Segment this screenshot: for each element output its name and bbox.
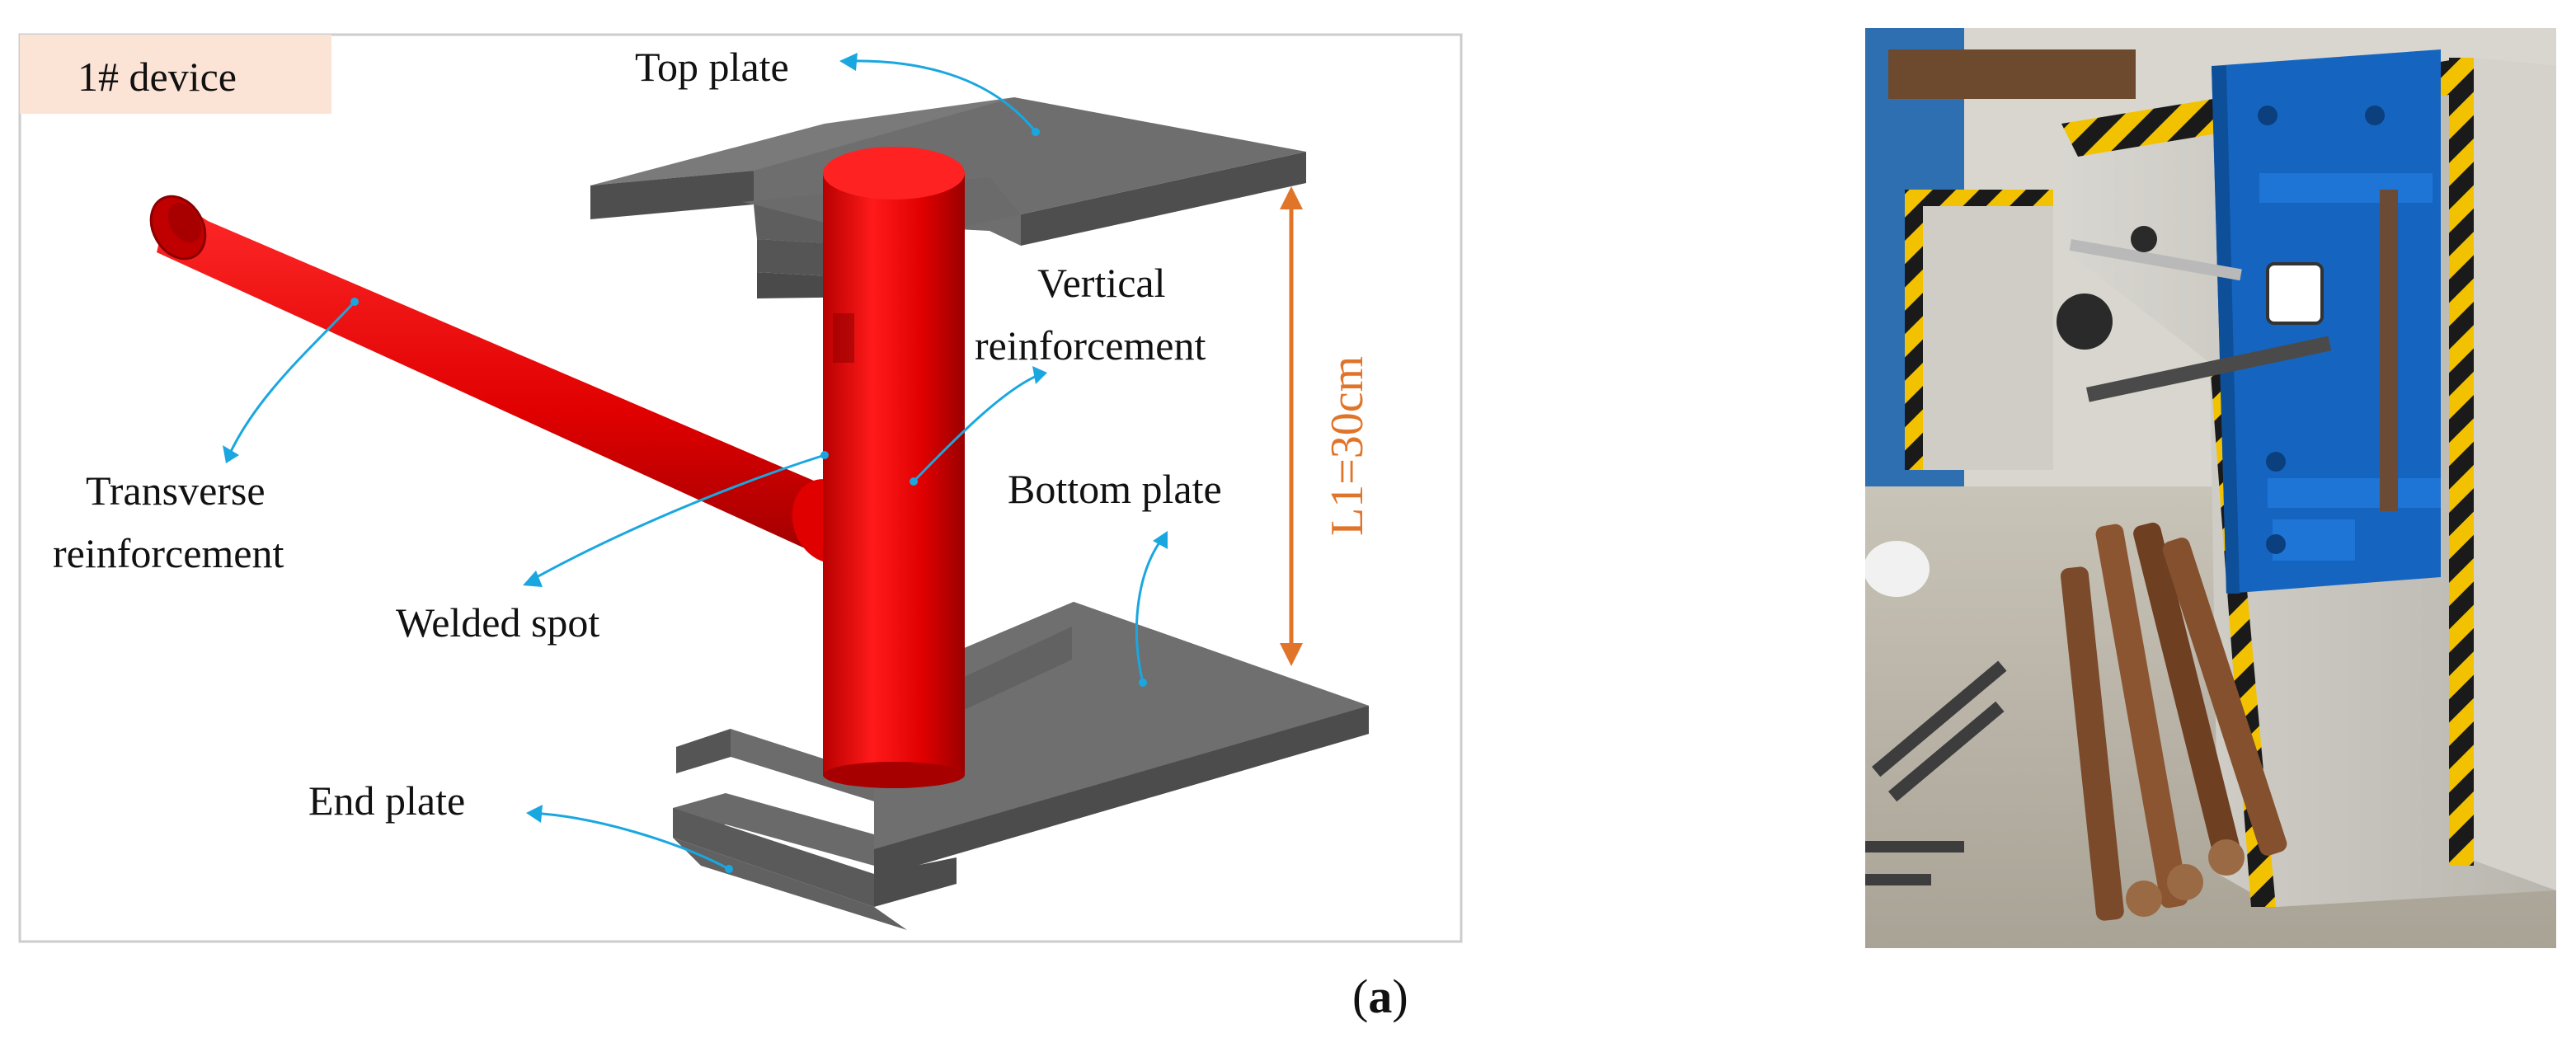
device-tag: 1# device bbox=[78, 54, 237, 100]
end-plate bbox=[673, 729, 957, 930]
caption-letter: a bbox=[1368, 970, 1392, 1023]
bottom-plate bbox=[874, 602, 1369, 878]
panel-caption: (a) bbox=[1352, 970, 1408, 1023]
label-vertical-reinforcement-line2: reinforcement bbox=[975, 322, 1206, 369]
caption-close-paren: ) bbox=[1392, 970, 1408, 1023]
test-rig-photo bbox=[1865, 28, 2556, 948]
dimension-label: L1=30cm bbox=[1322, 356, 1373, 536]
label-bottom-plate: Bottom plate bbox=[1008, 466, 1222, 512]
leader-lines bbox=[223, 53, 1168, 873]
label-transverse-reinforcement-line1: Transverse bbox=[86, 467, 266, 514]
label-transverse-reinforcement-line2: reinforcement bbox=[53, 530, 284, 576]
label-welded-spot: Welded spot bbox=[396, 599, 599, 646]
caption-open-paren: ( bbox=[1352, 970, 1368, 1023]
label-top-plate: Top plate bbox=[635, 44, 789, 90]
vertical-reinforcement bbox=[823, 147, 965, 788]
label-vertical-reinforcement-line1: Vertical bbox=[1037, 260, 1165, 306]
device-tag-background bbox=[20, 35, 331, 114]
label-end-plate: End plate bbox=[308, 777, 465, 824]
dimension-arrow bbox=[1280, 186, 1303, 666]
